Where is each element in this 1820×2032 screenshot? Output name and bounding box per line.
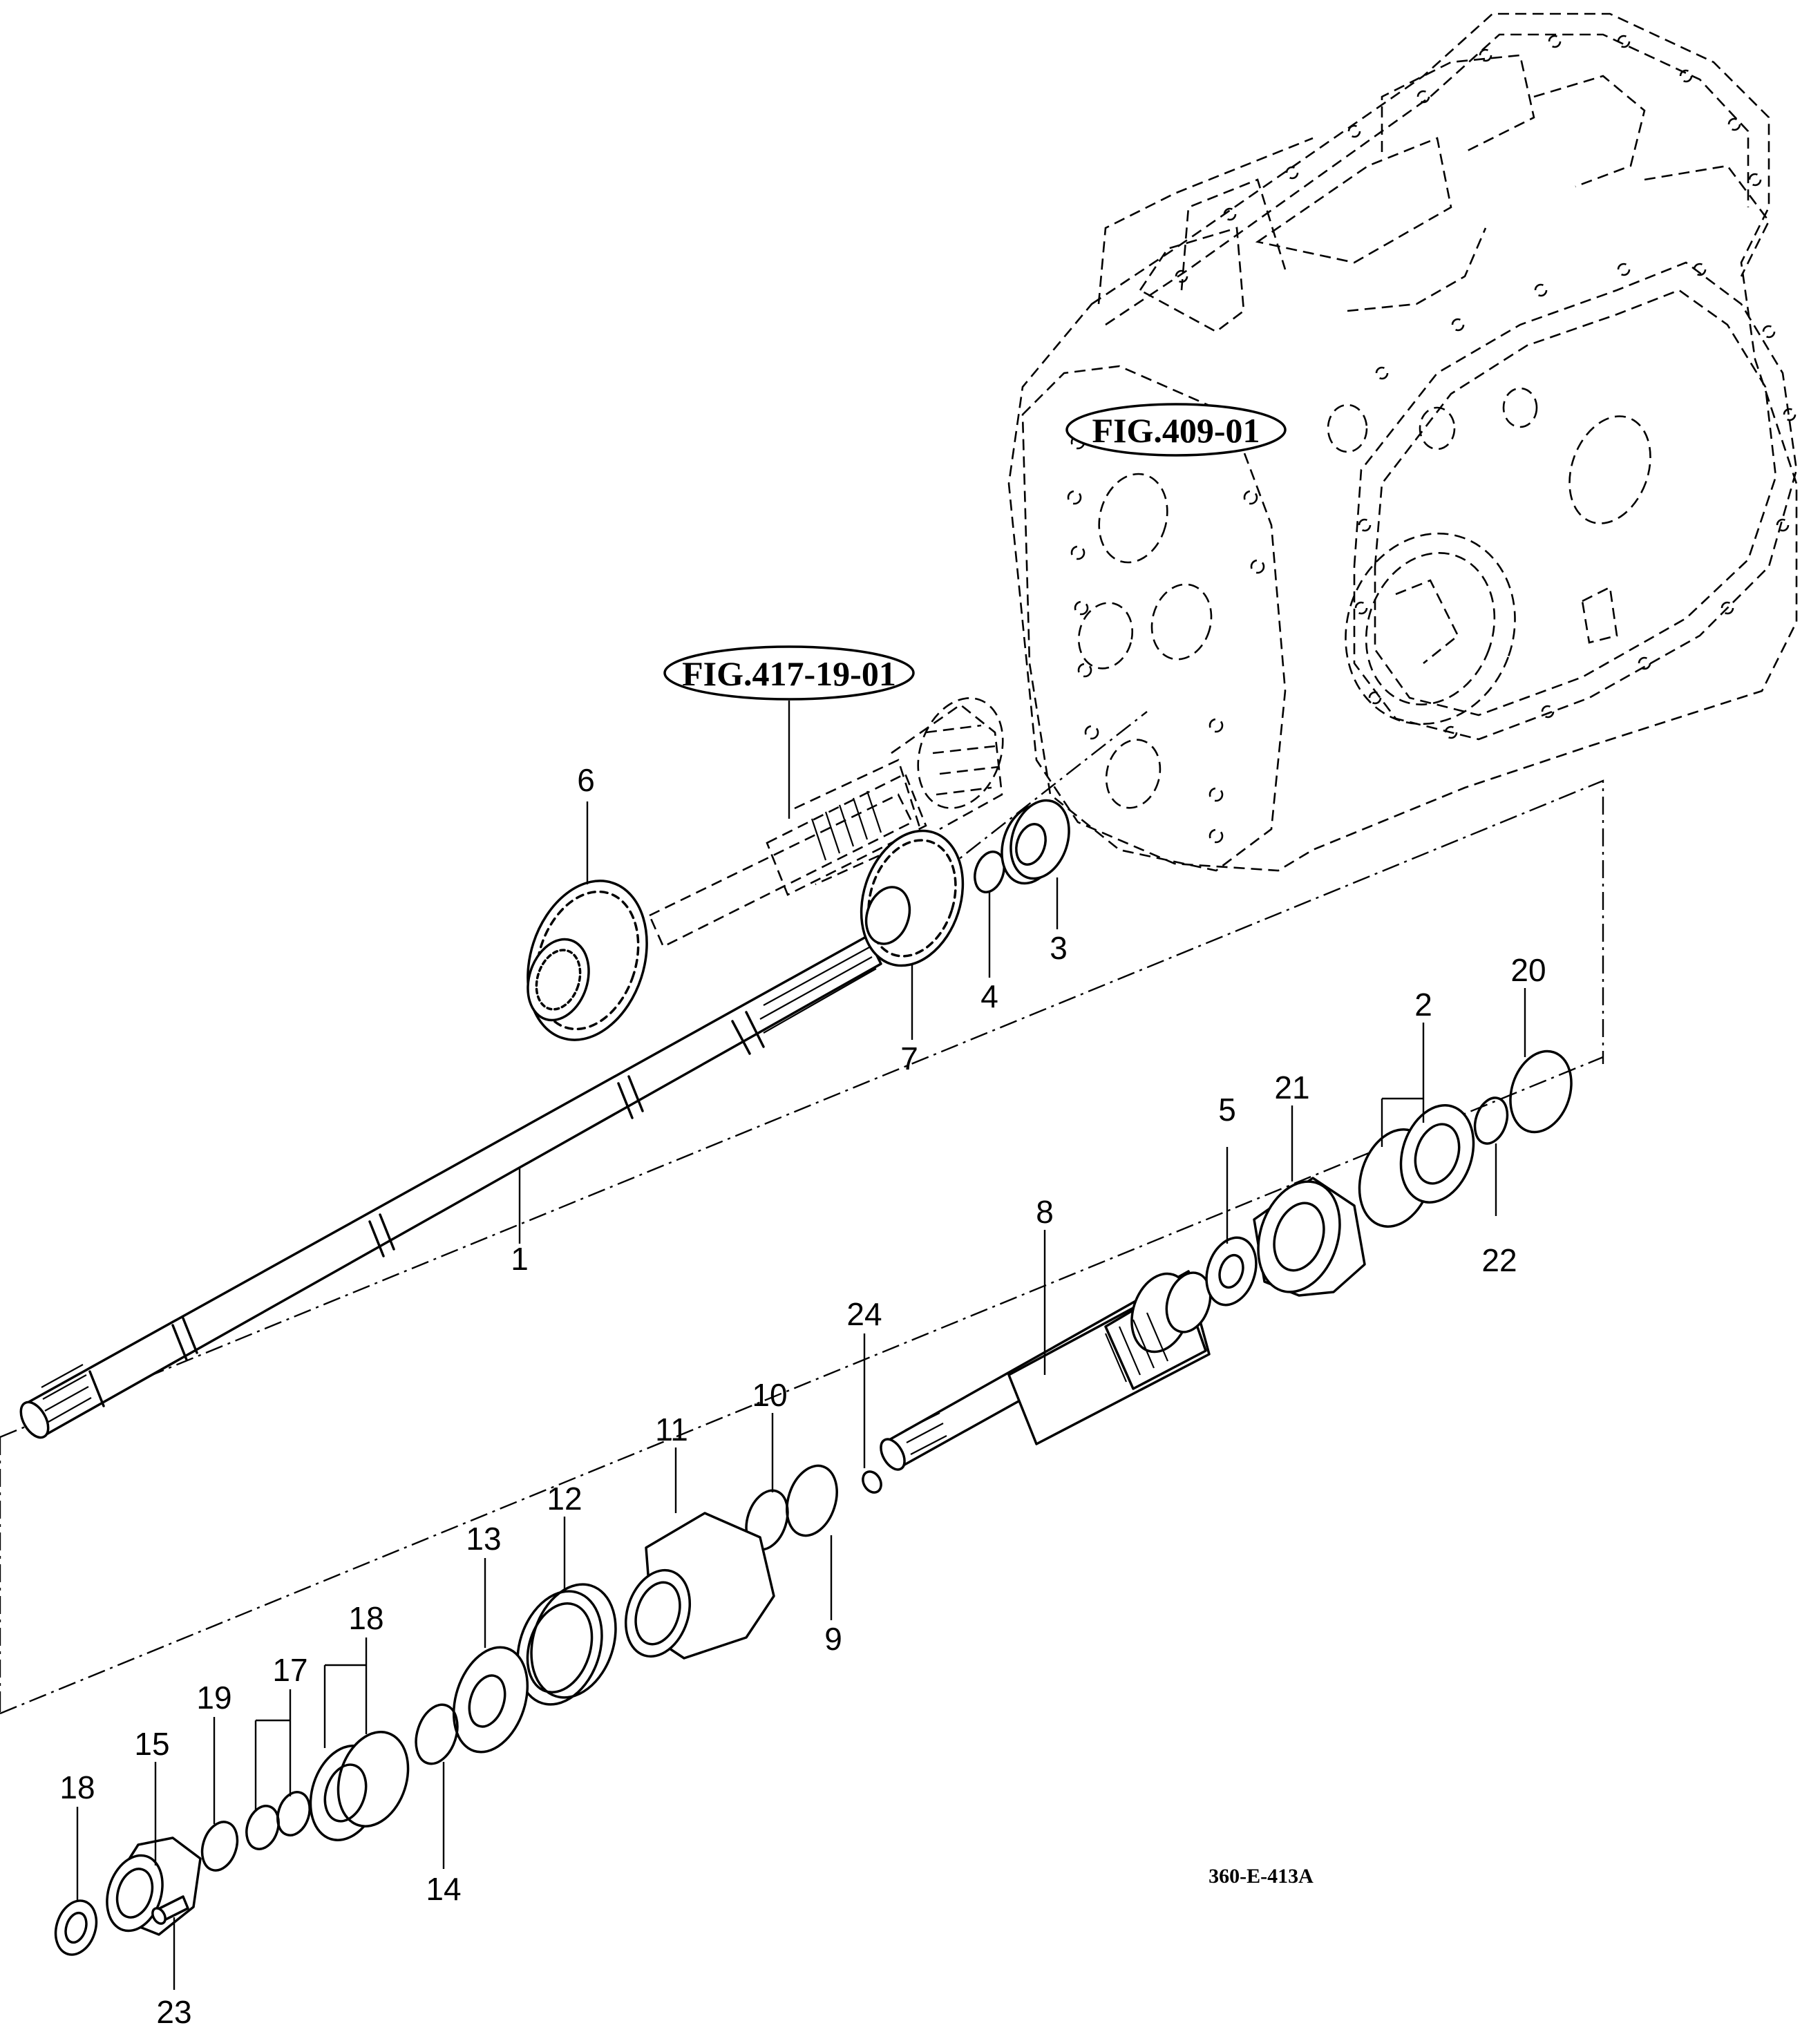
snap-ring-22 [1473,1096,1509,1145]
bearing-3 [1001,799,1070,885]
callout-5: 5 [1218,1092,1236,1128]
snap-ring-4 [974,851,1005,893]
flange-21 [1253,1177,1366,1297]
callout-22: 22 [1481,1242,1517,1278]
spacer-17 [245,1791,311,1850]
callout-7: 7 [900,1041,918,1076]
bearing-2 [1358,1104,1475,1228]
callout-18-seal: 18 [59,1769,95,1805]
assembly-outline [0,779,1604,1713]
transmission-housing: FIG.409-01 [1007,12,1798,872]
callout-3: 3 [1050,930,1068,966]
callout-13: 13 [466,1521,501,1557]
callout-23: 23 [156,1994,191,2030]
gear-7 [860,829,965,967]
callout-10: 10 [752,1377,787,1413]
callout-11: 11 [655,1412,688,1447]
seal-18 [54,1899,98,1956]
callout-8: 8 [1036,1194,1054,1230]
bearing-5 [1205,1236,1258,1307]
circlip-14 [415,1703,459,1765]
callout-19: 19 [196,1680,231,1716]
housing-figure-reference: FIG.409-01 [1065,403,1287,457]
gear-6 [527,880,648,1041]
bolt-23 [151,1895,189,1925]
housing-cover-11 [624,1512,775,1660]
housing-figure-label: FIG.409-01 [1092,411,1260,450]
circlip-20 [1509,1050,1573,1134]
callout-2: 2 [1414,987,1432,1023]
callout-15: 15 [134,1726,169,1762]
o-ring-9 [786,1464,838,1537]
callout-18-bearing: 18 [348,1600,383,1636]
callout-21: 21 [1274,1070,1309,1105]
pin-24 [862,1470,882,1494]
callout-9: 9 [824,1621,842,1657]
callout-17: 17 [272,1652,307,1688]
bearing-cover-15 [106,1836,202,1936]
piston-12 [516,1583,617,1706]
leader-lines [76,801,1526,1990]
o-ring-19 [200,1821,239,1872]
callout-1: 1 [511,1241,529,1277]
bearing-18 [309,1731,410,1841]
callout-24: 24 [846,1296,882,1332]
callout-labels: 1 2 3 4 5 6 7 8 9 10 11 12 13 14 15 17 1… [59,762,1546,2030]
callout-12: 12 [547,1481,582,1517]
output-shaft-8 [880,1270,1212,1471]
disc-13 [452,1646,529,1754]
assembly-outline-lower [0,1056,1604,1715]
long-input-shaft [19,935,882,1439]
drawing-code: 360-E-413A [1208,1865,1314,1888]
shaft-assembly-reference: FIG.417-19-01 [648,645,1004,948]
callout-14: 14 [426,1871,461,1907]
callout-20: 20 [1510,952,1546,988]
callout-6: 6 [577,762,595,798]
callout-4: 4 [980,978,998,1014]
shaft-assembly-figure-label: FIG.417-19-01 [682,654,896,693]
